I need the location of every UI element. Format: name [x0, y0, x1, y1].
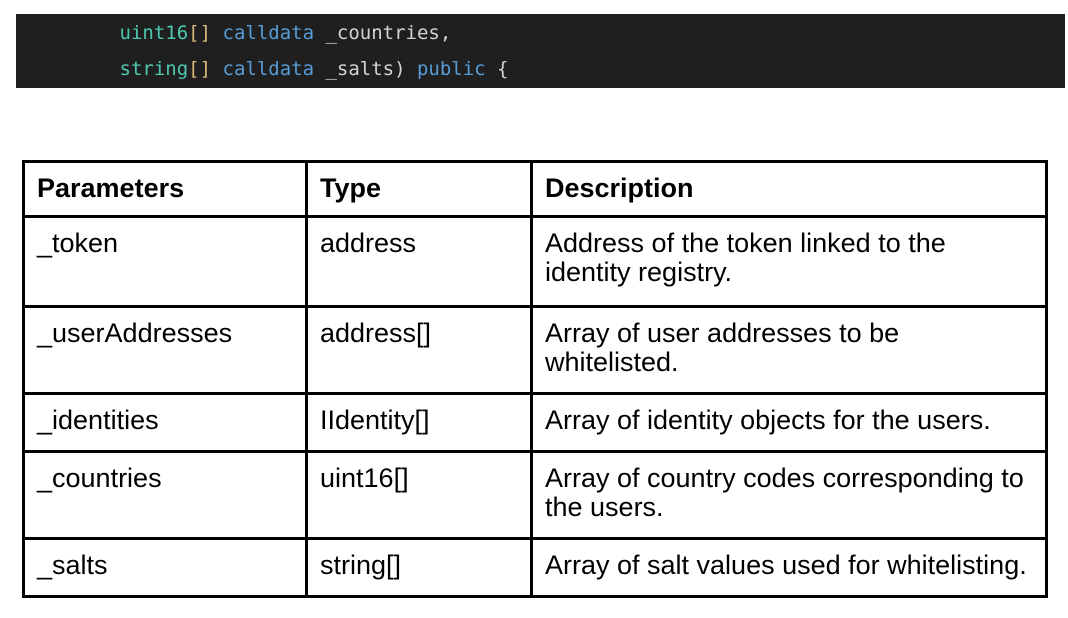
- type-cell: uint16[]: [305, 450, 533, 540]
- parameter-cell: _identities: [22, 392, 308, 453]
- code-token-keyword: public: [416, 58, 486, 80]
- code-token-keyword: calldata: [222, 58, 315, 80]
- description-cell: Array of user addresses to be whiteliste…: [530, 305, 1048, 395]
- code-token-plain: [211, 58, 222, 80]
- parameter-cell: _token: [22, 215, 308, 308]
- code-content: uint16[] calldata _countries, string[] c…: [28, 15, 1065, 87]
- code-token-type: string: [119, 58, 189, 80]
- parameter-cell: _countries: [22, 450, 308, 540]
- code-token-bracket: []: [188, 22, 212, 44]
- description-cell: Array of identity objects for the users.: [530, 392, 1048, 453]
- code-token-plain: _salts): [314, 58, 417, 80]
- column-header-description: Description: [530, 160, 1048, 218]
- code-token-plain: [28, 58, 120, 80]
- code-token-bracket: []: [188, 58, 212, 80]
- code-line: string[] calldata _salts) public {: [28, 51, 1065, 87]
- code-token-plain: _countries,: [314, 22, 452, 44]
- code-token-plain: {: [485, 58, 509, 80]
- description-cell: Address of the token linked to the ident…: [530, 215, 1048, 308]
- solidity-code-block: uint16[] calldata _countries, string[] c…: [16, 14, 1065, 88]
- code-line: uint16[] calldata _countries,: [28, 15, 1065, 51]
- description-cell: Array of country codes corresponding to …: [530, 450, 1048, 540]
- description-cell: Array of salt values used for whitelisti…: [530, 537, 1048, 598]
- code-token-keyword: calldata: [222, 22, 315, 44]
- code-token-plain: [211, 22, 222, 44]
- type-cell: string[]: [305, 537, 533, 598]
- parameter-cell: _userAddresses: [22, 305, 308, 395]
- column-header-type: Type: [305, 160, 533, 218]
- type-cell: IIdentity[]: [305, 392, 533, 453]
- type-cell: address[]: [305, 305, 533, 395]
- type-cell: address: [305, 215, 533, 308]
- code-token-plain: [28, 22, 120, 44]
- code-token-type: uint16: [119, 22, 189, 44]
- parameter-cell: _salts: [22, 537, 308, 598]
- column-header-parameters: Parameters: [22, 160, 308, 218]
